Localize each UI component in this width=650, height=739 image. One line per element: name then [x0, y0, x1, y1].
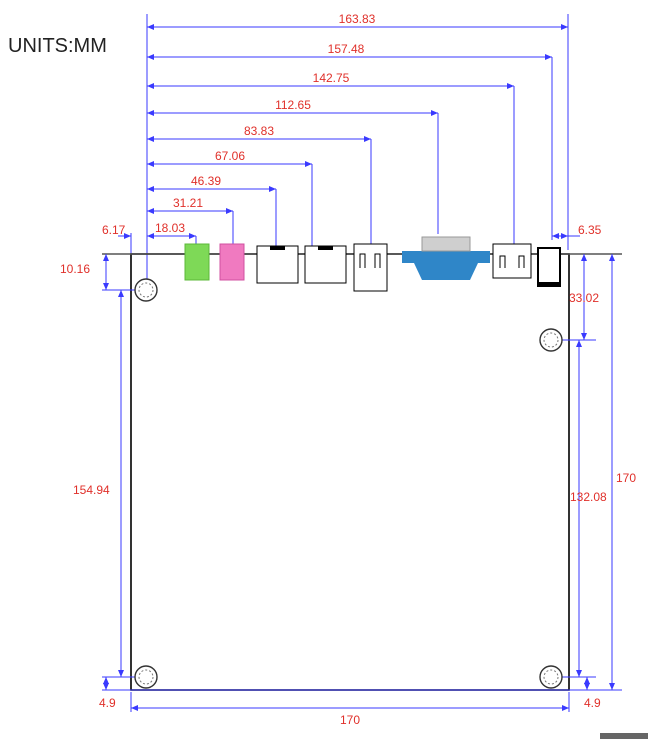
dim-4-9-left: 4.9	[99, 677, 116, 710]
mounting-hole-bottom-right	[539, 665, 563, 689]
dim-18-03: 18.03	[147, 221, 197, 246]
dim-142-75: 142.75	[147, 71, 515, 244]
dim-132-08-label: 132.08	[570, 490, 607, 504]
usb-port-right	[492, 243, 532, 279]
dim-4-9-right: 4.9	[584, 677, 601, 710]
rj45-port-1	[256, 245, 299, 284]
dim-170-right: 170	[609, 254, 636, 690]
dim-83-83: 83.83	[147, 124, 372, 244]
audio-jack-pink	[219, 243, 245, 281]
audio-jack-green	[184, 243, 210, 281]
dim-10-16: 10.16	[60, 254, 109, 290]
dim-10-16-label: 10.16	[60, 262, 90, 276]
dc-power-jack	[537, 247, 561, 287]
dim-112-65: 112.65	[147, 98, 439, 234]
dim-46-39: 46.39	[147, 174, 277, 246]
dim-83-83-label: 83.83	[244, 124, 274, 138]
dim-170-bottom-label: 170	[340, 713, 360, 727]
dim-67-06-label: 67.06	[215, 149, 245, 163]
dim-31-21: 31.21	[147, 196, 234, 244]
usb-port-left	[353, 243, 388, 292]
dim-4-9-left-label: 4.9	[99, 696, 116, 710]
mounting-hole-bottom-left	[134, 665, 158, 689]
dim-163-83: 163.83	[147, 12, 568, 30]
dim-154-94-label: 154.94	[73, 483, 110, 497]
dim-142-75-label: 142.75	[313, 71, 350, 85]
dim-6-35-label: 6.35	[578, 223, 602, 237]
dim-170-right-label: 170	[616, 471, 636, 485]
dim-6-17-label: 6.17	[102, 223, 126, 237]
dim-18-03-label: 18.03	[155, 221, 185, 235]
dim-46-39-label: 46.39	[191, 174, 221, 188]
dim-33-02: 33.02	[569, 254, 599, 340]
scrollbar-thumb[interactable]	[600, 733, 648, 739]
dim-31-21-label: 31.21	[173, 196, 203, 210]
dim-112-65-label: 112.65	[275, 98, 311, 112]
dim-157-48-label: 157.48	[328, 42, 365, 56]
dim-67-06: 67.06	[147, 149, 313, 246]
dim-6-35: 6.35	[552, 223, 602, 239]
dim-33-02-label: 33.02	[569, 291, 599, 305]
dim-157-48: 157.48	[147, 42, 553, 240]
units-label: UNITS:MM	[8, 35, 107, 57]
dim-154-94: 154.94	[73, 290, 124, 677]
mounting-hole-top-left	[134, 278, 158, 302]
dim-170-bottom: 170	[130, 692, 570, 727]
mounting-hole-right	[539, 328, 563, 352]
board-outline	[130, 253, 570, 691]
dim-163-83-label: 163.83	[339, 12, 376, 26]
dim-4-9-right-label: 4.9	[584, 696, 601, 710]
rj45-port-2	[304, 245, 347, 284]
dim-132-08: 132.08	[570, 340, 607, 677]
vga-port	[402, 236, 490, 280]
